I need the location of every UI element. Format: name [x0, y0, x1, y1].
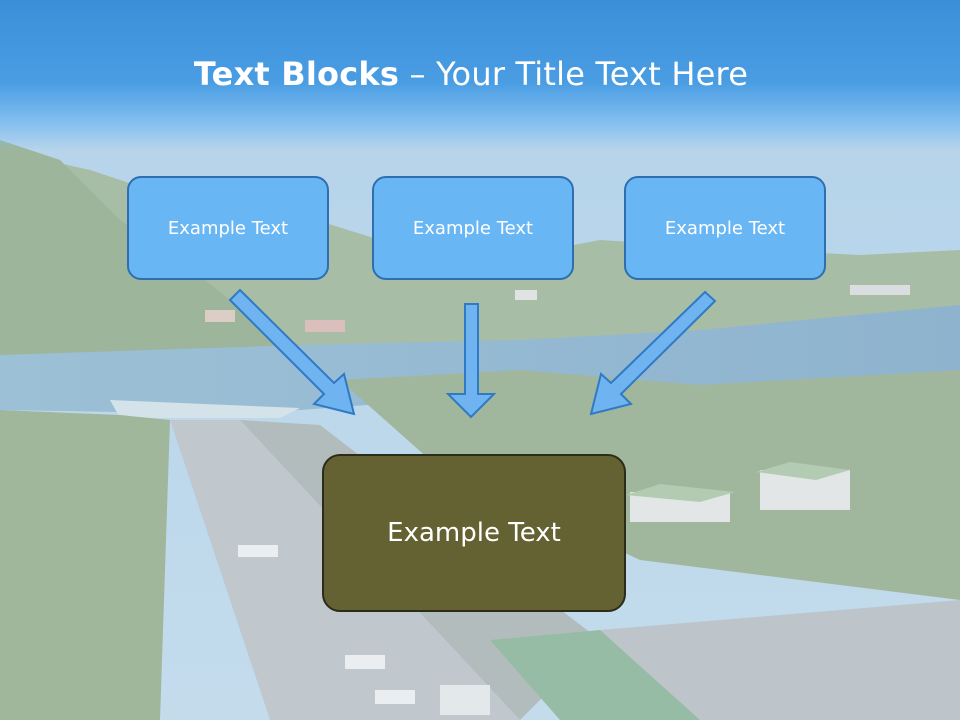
arrow-center-down: [445, 303, 497, 419]
title-bold-part: Text Blocks: [193, 55, 400, 93]
text-block-3[interactable]: Example Text: [624, 176, 826, 280]
arrow-right-diagonal: [589, 290, 717, 416]
text-block-result[interactable]: Example Text: [322, 454, 626, 612]
text-block-1[interactable]: Example Text: [127, 176, 329, 280]
text-block-2[interactable]: Example Text: [372, 176, 574, 280]
slide-title: Text Blocks – Your Title Text Here: [0, 55, 942, 93]
text-block-2-label: Example Text: [412, 217, 534, 239]
title-separator: –: [399, 55, 437, 93]
text-block-3-label: Example Text: [664, 217, 786, 239]
arrow-left-diagonal: [228, 288, 356, 416]
title-bar: [0, 0, 960, 150]
text-block-1-label: Example Text: [167, 217, 289, 239]
title-rest: Your Title Text Here: [436, 55, 749, 93]
text-block-result-label: Example Text: [387, 518, 561, 548]
